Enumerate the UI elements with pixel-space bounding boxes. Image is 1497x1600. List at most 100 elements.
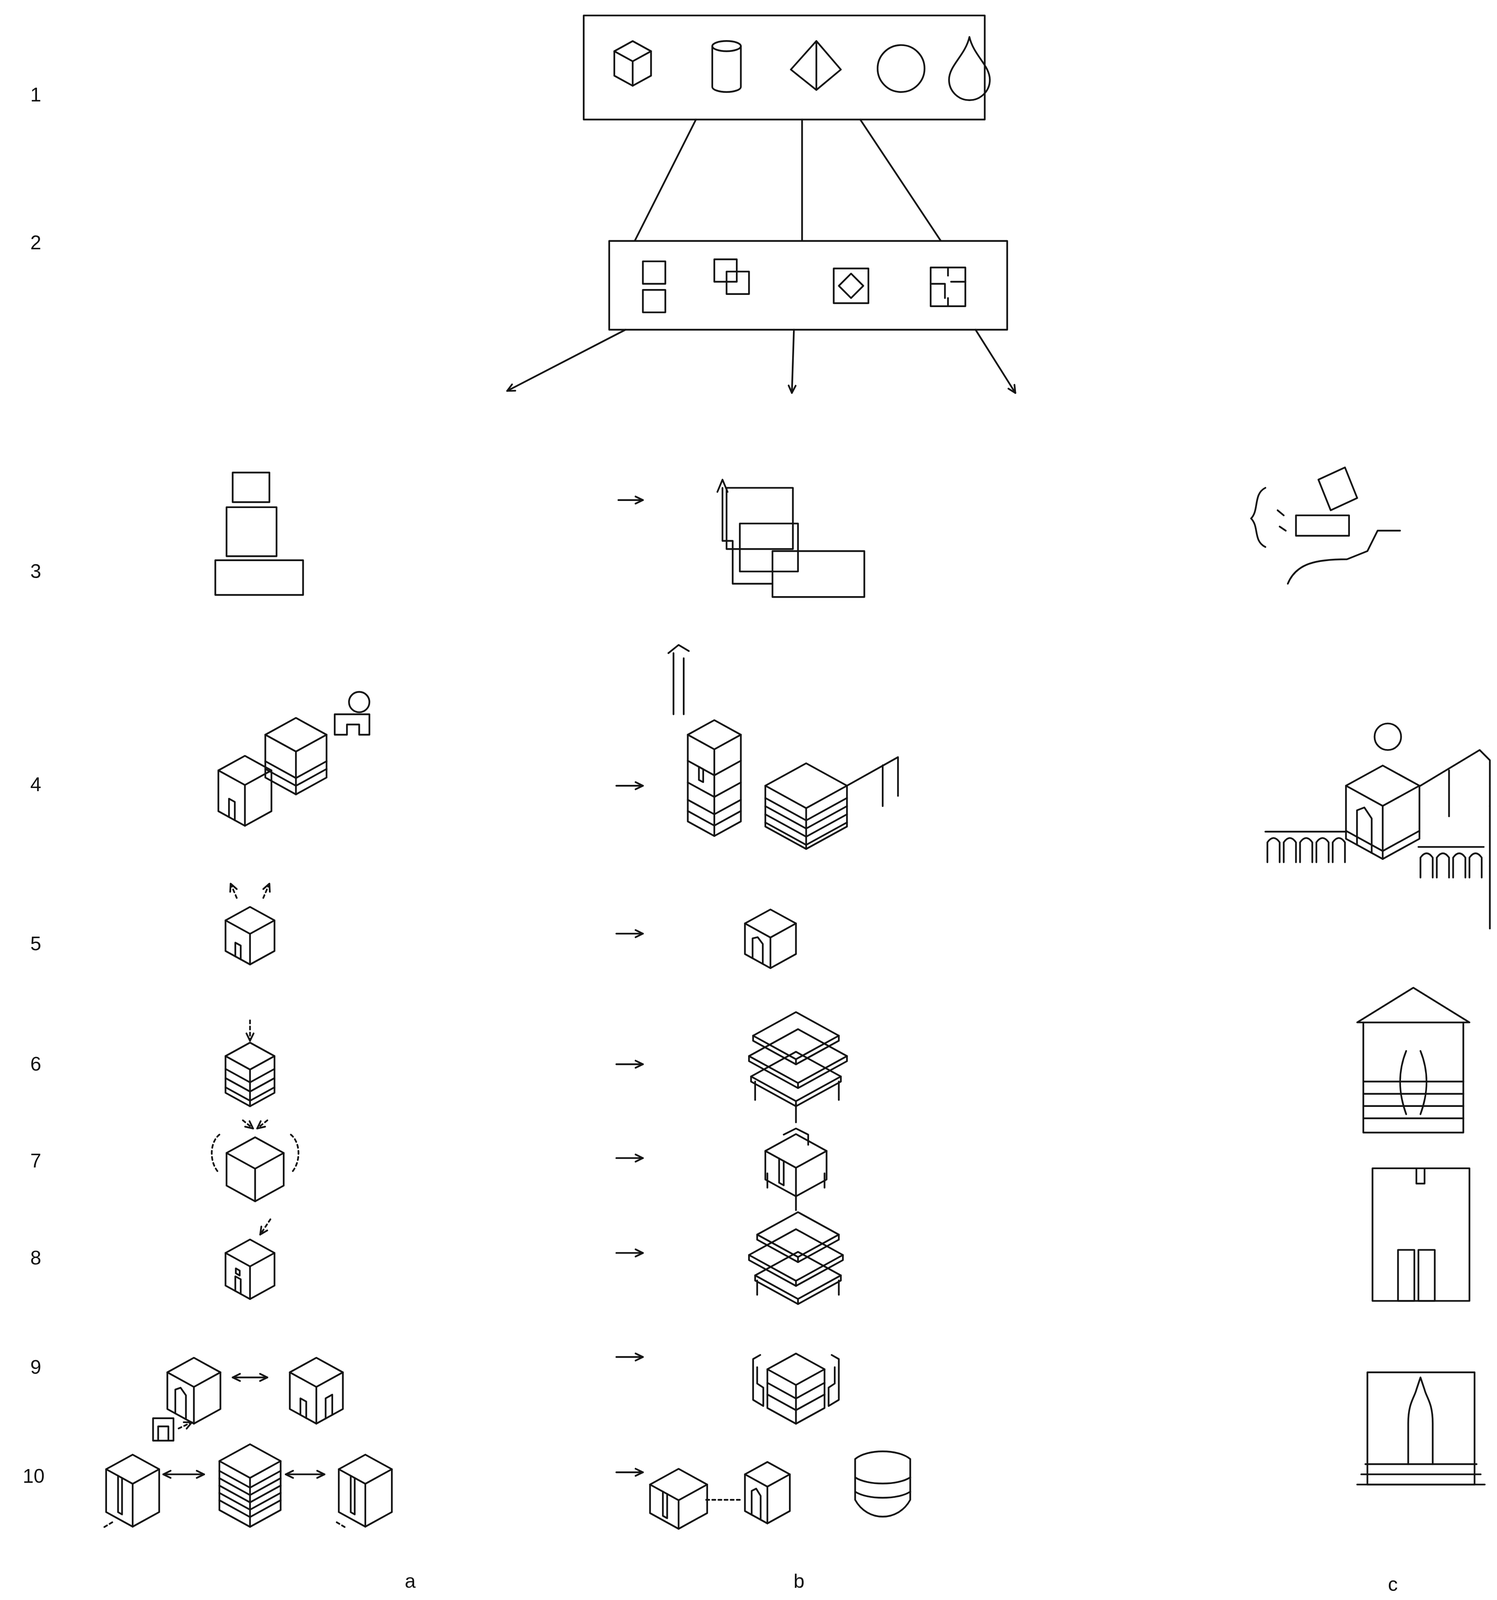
row-number: 7 <box>30 1151 42 1171</box>
arrow-head <box>163 1471 171 1479</box>
cube-outline <box>765 1151 827 1197</box>
door <box>300 1398 307 1419</box>
cube-outline <box>167 1372 221 1424</box>
slab-edge <box>794 1281 797 1287</box>
slab-edge <box>750 1076 841 1107</box>
band-line <box>765 822 848 846</box>
column-leg <box>756 1280 758 1295</box>
arrow-head <box>196 1471 205 1479</box>
arrow-head <box>232 1374 241 1382</box>
arrow-head <box>635 496 644 504</box>
arcade-arch <box>1452 853 1466 878</box>
cube-edge <box>254 1168 256 1202</box>
sketch-rect <box>232 472 270 503</box>
cube-outline <box>289 1372 343 1424</box>
chimney <box>668 645 689 715</box>
cube-edge <box>713 749 716 837</box>
cube-top <box>614 41 651 62</box>
band-line <box>219 1485 281 1503</box>
cube-top <box>1345 765 1420 807</box>
cube-outline <box>218 770 272 826</box>
cube-edge <box>294 751 297 795</box>
band-line <box>687 811 742 826</box>
arrow-head <box>635 1469 644 1477</box>
row-number: 6 <box>30 1054 42 1075</box>
cube-top <box>765 1134 827 1169</box>
cube-edge <box>794 1168 797 1197</box>
arcade-top <box>1265 831 1348 833</box>
cylinder-top <box>712 40 742 52</box>
band-line <box>767 1383 825 1400</box>
arch-opening <box>752 937 763 965</box>
rotation-arrow <box>211 1134 220 1174</box>
diamond-plan <box>838 273 864 299</box>
sketch-rect <box>833 268 869 304</box>
row-number: 5 <box>30 934 42 954</box>
keyhole-door <box>1408 1377 1433 1465</box>
cube-top <box>218 755 272 786</box>
slot <box>117 1476 122 1515</box>
cube-outline <box>1345 785 1420 860</box>
dome <box>348 691 370 713</box>
cube-outline <box>225 920 275 965</box>
door-leaf <box>1418 1250 1435 1302</box>
cube-edge <box>243 785 246 826</box>
row-number: 2 <box>30 232 42 253</box>
column-letter: a <box>404 1571 416 1592</box>
cube-outline <box>225 1253 275 1300</box>
slab-edge <box>797 1257 799 1263</box>
cube-outline <box>614 51 651 86</box>
arcade-arch <box>1283 838 1297 863</box>
cutout <box>783 1128 809 1146</box>
cylinder-body <box>712 46 742 93</box>
band-line <box>219 1478 281 1496</box>
arrow-line <box>506 329 626 391</box>
arch-opening <box>175 1388 187 1420</box>
pyramid <box>790 40 841 91</box>
meander-wall <box>828 1355 839 1407</box>
arrow-head <box>788 385 796 393</box>
cube-edge <box>248 1266 251 1300</box>
sketch-rect <box>215 560 303 596</box>
arcade-arch <box>1299 838 1313 863</box>
cube-top <box>219 1444 281 1479</box>
arrow-head <box>183 1422 192 1429</box>
turned-square <box>1318 467 1358 511</box>
door <box>235 942 241 960</box>
cube-edge <box>631 61 634 86</box>
meander-wall <box>753 1355 764 1407</box>
cube-top <box>167 1358 221 1388</box>
row-5 <box>225 883 796 969</box>
arrow-line <box>260 1219 271 1236</box>
column-leg <box>766 1173 769 1188</box>
cube-edge <box>248 934 251 965</box>
slab-top <box>757 1212 839 1258</box>
slab-edge <box>755 1275 841 1305</box>
band-line <box>765 806 848 829</box>
column-leg <box>837 1082 840 1101</box>
link-line <box>860 119 941 242</box>
arrow-head <box>635 1154 644 1162</box>
door <box>235 1276 241 1295</box>
column-leg <box>794 1104 797 1123</box>
cube-edge <box>794 1385 797 1425</box>
wing <box>1420 750 1490 817</box>
arrow-head <box>717 479 728 493</box>
band-line <box>219 1471 281 1489</box>
facade <box>1367 1372 1475 1485</box>
arrow-line <box>975 329 1016 393</box>
cube-outline <box>338 1469 392 1527</box>
row-10 <box>101 1372 1485 1530</box>
band-line <box>265 769 327 787</box>
gate <box>153 1418 174 1442</box>
arrow-head <box>285 1471 294 1479</box>
arcade-arch <box>1469 853 1482 878</box>
arch-opening <box>751 1489 761 1521</box>
slab-top <box>748 1029 847 1084</box>
arrow-head <box>245 1121 253 1129</box>
cube-top <box>687 720 742 750</box>
band-line <box>767 1394 825 1411</box>
column-leg <box>794 1196 797 1211</box>
arrow-line <box>616 785 643 787</box>
